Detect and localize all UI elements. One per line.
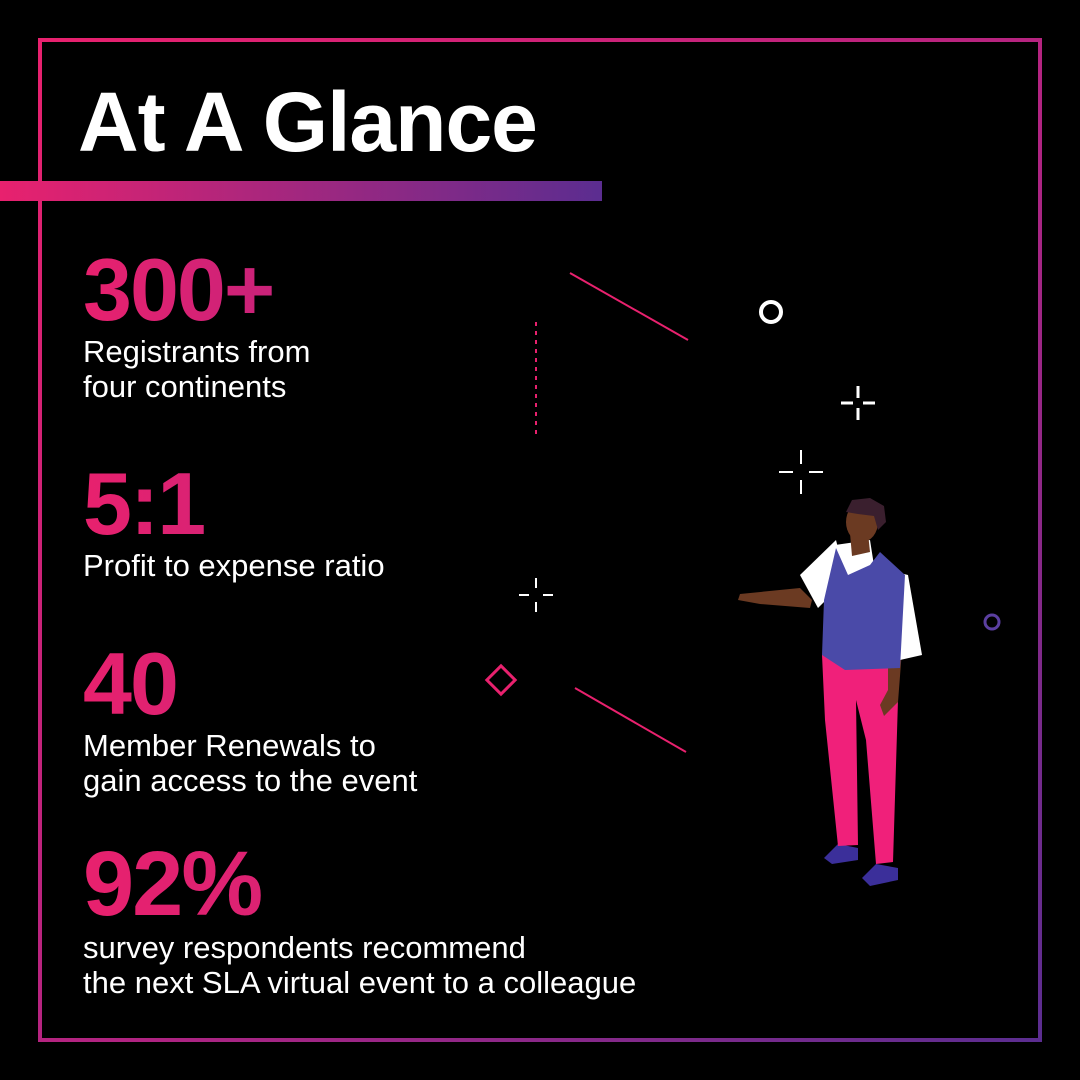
- stat-description-line: Registrants from: [83, 334, 311, 369]
- stat-description-line: Member Renewals to: [83, 728, 376, 763]
- stat-profit-ratio: 5:1 Profit to expense ratio: [83, 460, 385, 584]
- stat-survey-recommend: 92% survey respondents recommend the nex…: [83, 838, 636, 1000]
- stat-value: 40: [83, 640, 417, 728]
- stat-registrants: 300+ Registrants from four continents: [83, 246, 311, 405]
- title-underline-bar: [0, 181, 602, 201]
- page-title: At A Glance: [78, 75, 538, 169]
- stat-description-line: four continents: [83, 369, 287, 404]
- stat-description-line: the next SLA virtual event to a colleagu…: [83, 965, 637, 1000]
- stat-value: 92%: [83, 838, 636, 930]
- stat-member-renewals: 40 Member Renewals to gain access to the…: [83, 640, 418, 799]
- stat-value: 300+: [83, 246, 310, 334]
- stat-description-line: gain access to the event: [83, 763, 418, 798]
- frame-border: [38, 38, 1042, 1042]
- stat-description-line: survey respondents recommend: [83, 930, 526, 965]
- stat-description-line: Profit to expense ratio: [83, 548, 385, 583]
- stat-value: 5:1: [83, 460, 385, 548]
